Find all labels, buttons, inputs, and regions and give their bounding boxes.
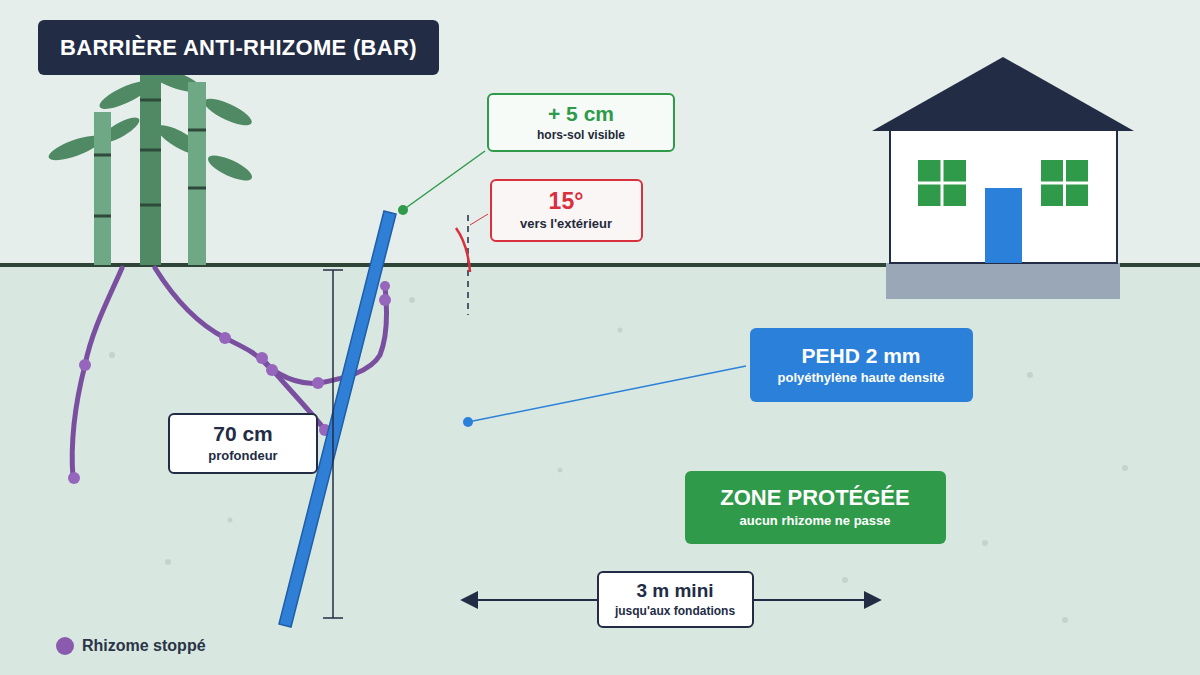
angle-arc: [456, 228, 470, 272]
house: [872, 57, 1134, 299]
dimension-box: 3 m mini jusqu'aux fondations: [597, 571, 754, 628]
angle-box: 15° vers l'extérieur: [490, 179, 643, 242]
box-heading: 3 m mini: [636, 580, 713, 602]
legend-text: Rhizome stoppé: [82, 637, 206, 655]
box-subtext: vers l'extérieur: [520, 217, 612, 232]
box-heading: 70 cm: [213, 422, 273, 446]
box-subtext: aucun rhizome ne passe: [740, 514, 891, 529]
depth-dimension: [323, 270, 343, 618]
box-heading: ZONE PROTÉGÉE: [720, 485, 909, 510]
box-subtext: jusqu'aux fondations: [615, 605, 735, 619]
box-subtext: polyéthylène haute densité: [778, 371, 945, 386]
material-box: PEHD 2 mm polyéthylène haute densité: [750, 328, 973, 402]
leader-dot: [398, 205, 408, 215]
leader-line: [470, 214, 488, 225]
callout-box: + 5 cm hors-sol visible: [487, 93, 675, 152]
soil: [0, 265, 1200, 675]
title-banner: BARRIÈRE ANTI-RHIZOME (BAR): [38, 20, 439, 75]
bamboo: [46, 62, 255, 265]
box-heading: PEHD 2 mm: [801, 344, 920, 368]
zone-box: ZONE PROTÉGÉE aucun rhizome ne passe: [685, 471, 946, 544]
box-heading: 15°: [549, 188, 584, 214]
box-heading: + 5 cm: [548, 102, 614, 126]
legend-item: Rhizome stoppé: [56, 637, 206, 655]
rhizomes: [72, 268, 386, 478]
leader-line: [468, 366, 746, 422]
box-subtext: profondeur: [208, 449, 277, 464]
title-text: BARRIÈRE ANTI-RHIZOME (BAR): [60, 35, 417, 60]
leader-line: [403, 151, 485, 210]
box-subtext: hors-sol visible: [537, 129, 625, 143]
legend-swatch: [56, 637, 74, 655]
leader-dot: [463, 417, 473, 427]
dimension-box: 70 cm profondeur: [168, 413, 318, 474]
